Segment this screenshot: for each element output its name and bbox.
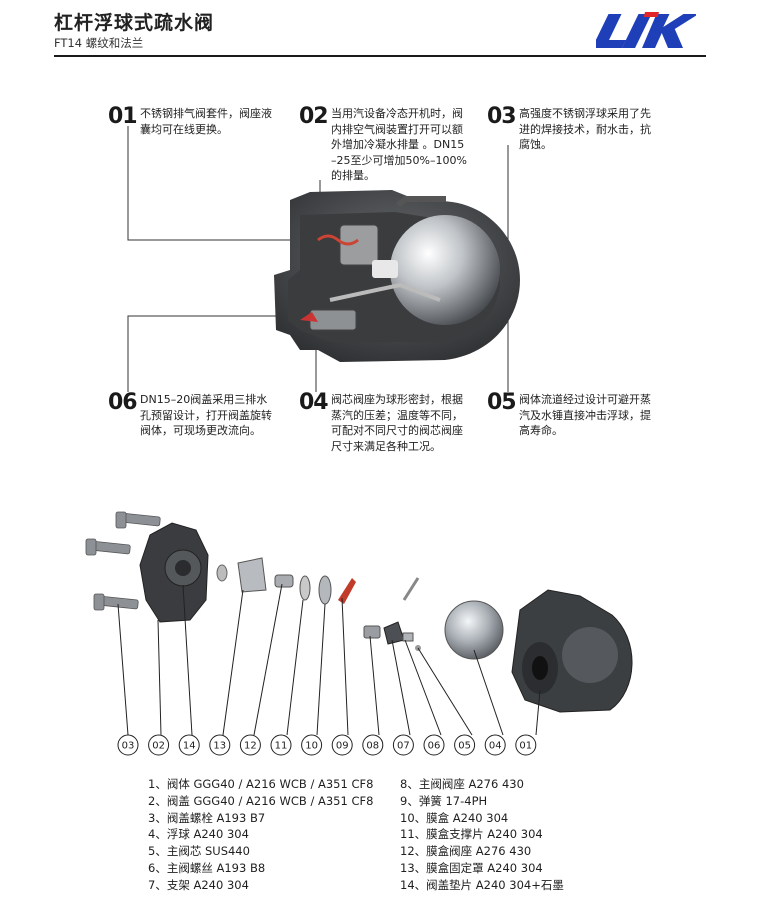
feature-number: 05 <box>487 390 517 415</box>
feature-line: 的排量。 <box>331 169 375 182</box>
callout-11: 11 <box>270 734 292 756</box>
part-item: 13、膜盒固定罩 A240 304 <box>400 860 543 875</box>
callout-label: 14 <box>183 741 196 752</box>
feature-line: –25至少可增加50%–100% <box>331 153 467 167</box>
callout-label: 03 <box>122 741 135 752</box>
callout-label: 11 <box>275 741 288 752</box>
feature-line: 高强度不锈钢浮球采用了先 <box>519 107 651 120</box>
brand-logo <box>592 8 699 52</box>
valve-body-cutaway <box>274 190 520 362</box>
feature-number: 06 <box>108 390 138 415</box>
feature-line: 内排空气阀装置打开可以额 <box>331 122 463 136</box>
part-item: 2、阀盖 GGG40 / A216 WCB / A351 CF8 <box>148 793 374 808</box>
part-item: 4、浮球 A240 304 <box>148 827 249 842</box>
callout-label: 13 <box>213 741 226 752</box>
callout-label: 05 <box>458 741 471 752</box>
part-item: 9、弹簧 17-4PH <box>400 793 488 808</box>
feature-line: 腐蚀。 <box>519 138 552 151</box>
feature-line: 进的焊接技术，耐水击，抗 <box>519 122 651 136</box>
page-subtitle: FT14 螺纹和法兰 <box>54 36 144 50</box>
part-item: 5、主阀芯 SUS440 <box>148 844 250 859</box>
callout-02: 02 <box>148 734 170 756</box>
header-rule <box>54 55 706 57</box>
callout-03: 03 <box>117 734 139 756</box>
part-item: 10、膜盒 A240 304 <box>400 810 509 825</box>
feature-number: 04 <box>299 390 329 415</box>
feature-line: 汽及水锤直接冲击浮球，提 <box>519 408 651 422</box>
feature-line: 外增加冷凝水排量 。DN15 <box>331 138 465 151</box>
part-item: 1、阀体 GGG40 / A216 WCB / A351 CF8 <box>148 777 374 791</box>
callout-14: 14 <box>178 734 200 756</box>
feature-line: 孔预留设计，打开阀盖旋转 <box>140 408 272 422</box>
feature-line: 当用汽设备冷态开机时，阀 <box>331 107 463 120</box>
part-item: 6、主阀螺丝 A193 B8 <box>148 860 266 875</box>
callout-12: 12 <box>239 734 261 756</box>
parts-list-left: 1、阀体 GGG40 / A216 WCB / A351 CF8 2、阀盖 GG… <box>148 776 373 894</box>
feature-line: 阀芯阀座为球形密封，根据 <box>331 393 463 406</box>
callout-label: 06 <box>428 741 441 752</box>
callout-row: 03 02 14 13 12 11 10 09 08 07 06 05 04 01 <box>117 734 537 756</box>
callout-13: 13 <box>209 734 231 756</box>
callout-label: 04 <box>489 741 502 752</box>
callout-04: 04 <box>484 734 506 756</box>
feature-number: 01 <box>108 104 138 129</box>
callout-08: 08 <box>362 734 384 756</box>
callout-01: 01 <box>515 734 537 756</box>
part-item: 7、支架 A240 304 <box>148 877 249 892</box>
feature-line: 不锈钢排气阀套件，阀座液 <box>140 107 272 120</box>
callout-label: 02 <box>152 741 165 752</box>
callout-label: 07 <box>397 741 410 752</box>
part-item: 11、膜盒支撑片 A240 304 <box>400 827 543 842</box>
parts-list-right: 8、主阀阀座 A276 430 9、弹簧 17-4PH 10、膜盒 A240 3… <box>400 776 564 894</box>
page-title: 杠杆浮球式疏水阀 <box>54 12 215 34</box>
callout-label: 12 <box>244 741 257 752</box>
feature-number: 03 <box>487 104 517 129</box>
feature-line: 蒸汽的压差；温度等不同， <box>331 408 463 422</box>
feature-line: 尺寸来满足各种工况。 <box>331 439 441 453</box>
part-item: 3、阀盖螺栓 A193 B7 <box>148 810 266 825</box>
callout-09: 09 <box>331 734 353 756</box>
feature-line: 阀体流道经过设计可避开蒸 <box>519 393 651 406</box>
part-item: 8、主阀阀座 A276 430 <box>400 777 524 791</box>
feature-line: 囊均可在线更换。 <box>140 122 228 136</box>
feature-line: 可配对不同尺寸的阀芯阀座 <box>331 424 463 437</box>
part-item: 12、膜盒阀座 A276 430 <box>400 844 532 859</box>
callout-10: 10 <box>301 734 323 756</box>
feature-line: 高寿命。 <box>519 424 563 437</box>
callout-label: 10 <box>305 741 318 752</box>
feature-number: 02 <box>299 104 329 129</box>
callout-05: 05 <box>454 734 476 756</box>
callout-label: 01 <box>519 741 532 752</box>
callout-06: 06 <box>423 734 445 756</box>
callout-label: 08 <box>366 741 379 752</box>
feature-line: DN15–20阀盖采用三排水 <box>140 393 268 406</box>
feature-line: 阀体，可现场更改流向。 <box>140 424 261 437</box>
callout-label: 09 <box>336 741 349 752</box>
part-item: 14、阀盖垫片 A240 304+石墨 <box>400 877 564 892</box>
callout-07: 07 <box>392 734 414 756</box>
exploded-view-illustration <box>85 511 633 713</box>
